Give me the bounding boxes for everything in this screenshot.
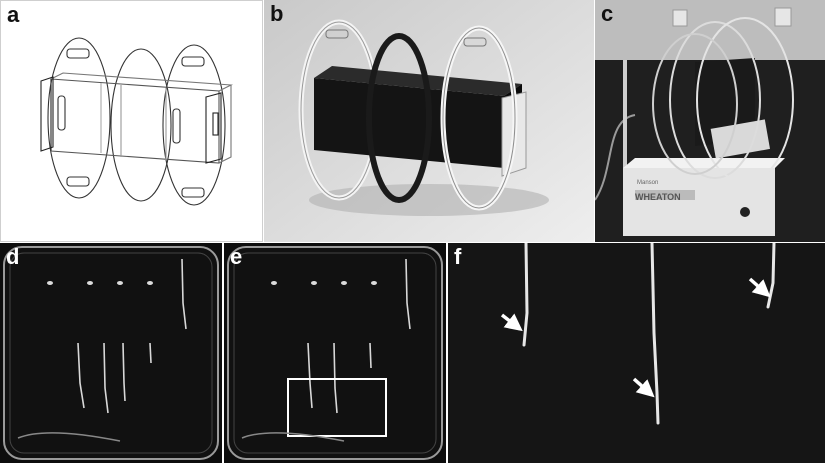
root-2 <box>650 243 660 425</box>
plate-e-image <box>227 246 443 460</box>
plate-d-image <box>3 246 219 460</box>
panel-label-b: b <box>270 1 284 26</box>
panel-b-holder-photo: b <box>264 0 594 242</box>
arrow-icon <box>748 277 771 298</box>
apparatus-photo: WHEATON Manson <box>595 0 825 242</box>
arrow-icon <box>500 313 523 332</box>
panel-a-schematic: a <box>0 0 263 242</box>
device-brand-text: WHEATON <box>635 192 681 202</box>
holder-photo <box>264 0 594 242</box>
device-maker-text: Manson <box>637 180 658 186</box>
zoom-highlight-box <box>287 378 387 437</box>
root-tips-image <box>448 243 825 463</box>
panel-label-d: d <box>6 244 20 269</box>
panel-label-c: c <box>601 1 614 26</box>
panel-label-a: a <box>7 2 20 27</box>
panel-label-e: e <box>230 244 243 269</box>
panel-d-plate-photo: d <box>0 243 222 463</box>
panel-label-f: f <box>454 244 462 269</box>
root-1 <box>522 243 529 347</box>
schematic-drawing <box>40 37 234 206</box>
panel-f-zoom-photo: f <box>448 243 825 463</box>
panel-c-apparatus-photo: c WHEATON Manson <box>595 0 825 242</box>
root-3 <box>766 243 776 309</box>
arrow-icon <box>632 377 655 398</box>
panel-e-plate-photo: e <box>224 243 446 463</box>
